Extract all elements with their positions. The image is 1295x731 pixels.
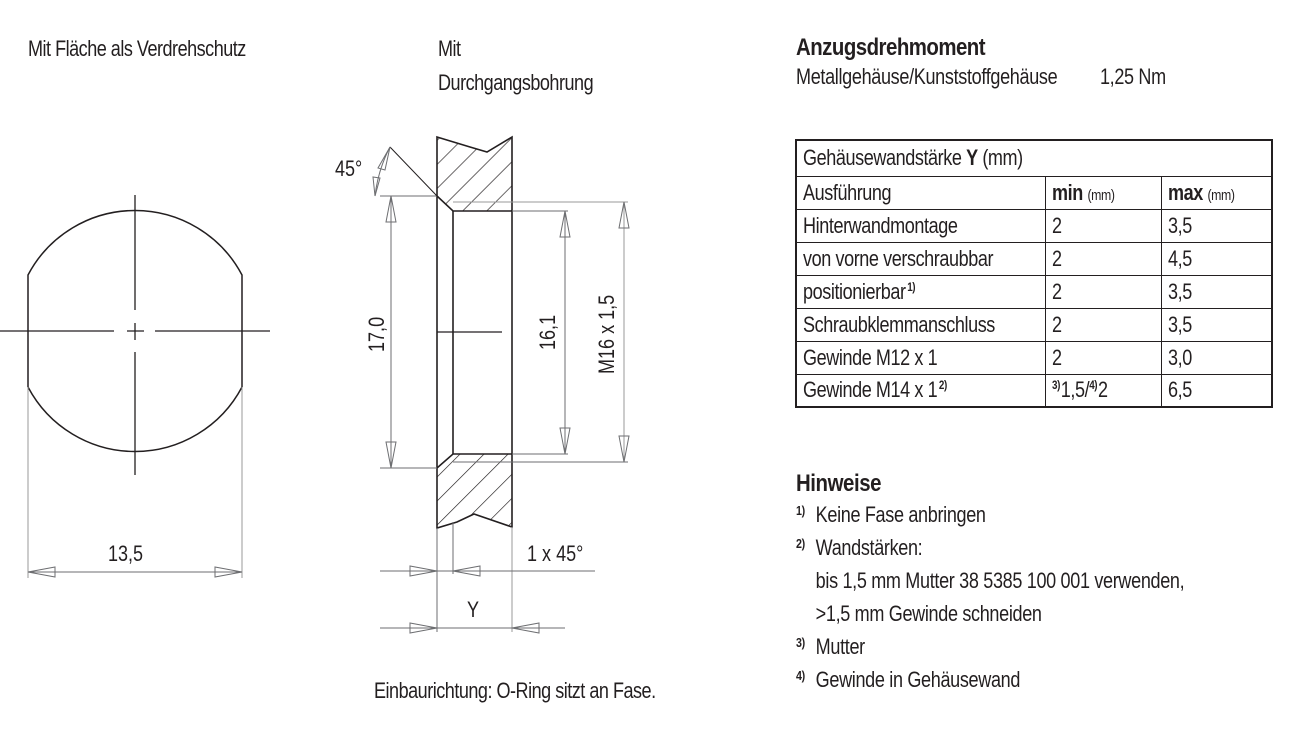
table-title: Gehäusewandstärke Y (mm) [795, 139, 1273, 177]
section-view: 17,0 16,1 M16 x 1,5 45° 1 x 45° Y [335, 135, 630, 634]
flattened-circle-view: 13,5 [0, 195, 270, 578]
note-item: >1,5 mm Gewinde schneiden [815, 601, 1042, 626]
table-header-row: Ausführung min (mm) max (mm) [795, 175, 1273, 210]
left-view-title: Mit Fläche als Verdrehschutz [28, 36, 246, 61]
note-item: 1)Keine Fase anbringen [796, 502, 986, 527]
table-row: von vorne verschraubbar 2 4,5 [795, 241, 1273, 276]
notes-section: Hinweise 1)Keine Fase anbringen 2)Wandst… [796, 470, 1270, 700]
table-row: Schraubklemmanschluss 2 3,5 [795, 307, 1273, 342]
wall-thickness-table: Gehäusewandstärke Y (mm) Ausführung min … [795, 139, 1273, 408]
installation-caption: Einbaurichtung: O-Ring sitzt an Fase. [374, 678, 656, 703]
torque-heading: Anzugsdrehmoment [796, 34, 986, 61]
section-view-title-line1: Mit [438, 36, 461, 61]
header-max: max (mm) [1161, 175, 1273, 210]
notes-heading: Hinweise [796, 470, 882, 497]
outer-diameter-dimension: 17,0 [365, 317, 389, 352]
note-item: bis 1,5 mm Mutter 38 5385 100 001 verwen… [815, 568, 1185, 593]
width-dimension: 13,5 [108, 542, 143, 566]
section-view-title-line2: Durchgangsbohrung [438, 70, 594, 95]
technical-drawing: 13,5 17,0 16,1 M16 x 1,5 [0, 135, 630, 634]
torque-label: Metallgehäuse/Kunststoffgehäuse [796, 64, 1058, 89]
note-item: 3)Mutter [796, 634, 865, 659]
chamfer-angle-label: 45° [335, 157, 362, 181]
inner-diameter-dimension: 16,1 [536, 315, 560, 350]
table-row: Hinterwandmontage 2 3,5 [795, 208, 1273, 243]
table-row: Gewinde M12 x 1 2 3,0 [795, 340, 1273, 375]
header-min: min (mm) [1045, 175, 1163, 210]
thread-dimension: M16 x 1,5 [595, 295, 619, 374]
note-item: 4)Gewinde in Gehäusewand [796, 667, 1021, 692]
table-title-row: Gehäusewandstärke Y (mm) [795, 139, 1273, 177]
header-type: Ausführung [795, 175, 1047, 210]
torque-value: 1,25 Nm [1099, 64, 1166, 89]
note-item: 2)Wandstärken: [796, 535, 923, 560]
torque-row: Metallgehäuse/Kunststoffgehäuse 1,25 Nm [796, 64, 1166, 90]
chamfer-size-label: 1 x 45° [527, 542, 583, 566]
wall-thickness-label: Y [467, 598, 479, 622]
torque-section: Anzugsdrehmoment Metallgehäuse/Kunststof… [796, 34, 1247, 90]
